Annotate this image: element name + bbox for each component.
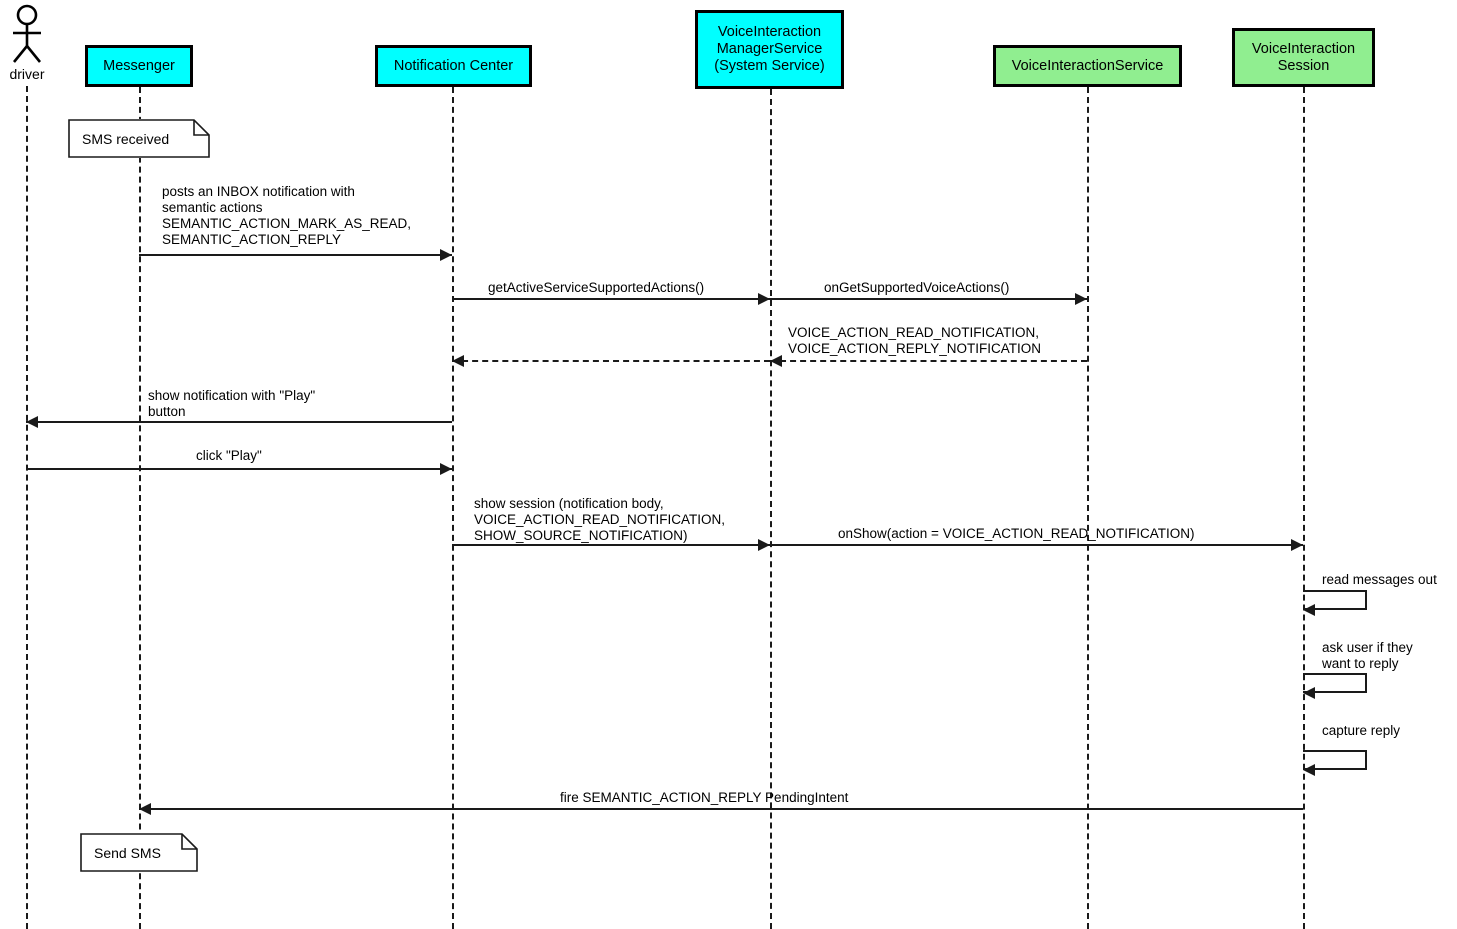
actor-driver <box>4 4 50 71</box>
message-show-notification-label: show notification with "Play" button <box>148 388 316 419</box>
message-fire-pending-intent-label: fire SEMANTIC_ACTION_REPLY PendingIntent <box>560 790 849 805</box>
message-return-voice-actions-nc-arrowhead <box>452 355 464 367</box>
message-on-get-supported-voice-actions-arrowhead <box>1075 293 1087 305</box>
self-call-read-messages-out-label: read messages out <box>1322 572 1437 587</box>
note-send-sms-text: Send SMS <box>94 844 161 861</box>
participant-voice-interaction-service[interactable]: VoiceInteractionService <box>993 45 1182 87</box>
self-call-read-messages-out-arrowhead <box>1303 604 1315 616</box>
message-show-session-line <box>452 544 770 546</box>
lifeline-notification-center <box>452 87 454 929</box>
note-send-sms: Send SMS <box>80 833 198 872</box>
message-get-active-service-supported-actions-arrowhead <box>758 293 770 305</box>
participant-voice-interaction-manager-service-label: VoiceInteraction ManagerService (System … <box>714 24 825 74</box>
self-call-ask-user-reply-label: ask user if they want to reply <box>1322 640 1413 671</box>
message-return-voice-actions-label: VOICE_ACTION_READ_NOTIFICATION, VOICE_AC… <box>788 325 1042 356</box>
message-show-notification-line <box>26 421 452 423</box>
actor-driver-label: driver <box>9 66 45 82</box>
note-shape-icon <box>68 119 210 158</box>
self-call-capture-reply-loop <box>1303 750 1367 770</box>
note-shape-icon <box>80 833 198 872</box>
message-on-show-line <box>770 544 1303 546</box>
stick-figure-icon <box>12 4 42 63</box>
message-click-play-label: click "Play" <box>196 448 262 463</box>
message-post-notification-label: posts an INBOX notification with semanti… <box>162 184 412 247</box>
message-fire-pending-intent-arrowhead <box>139 803 151 815</box>
lifeline-voice-interaction-session <box>1303 87 1305 929</box>
lifeline-voice-interaction-manager-service <box>770 89 772 929</box>
participant-messenger[interactable]: Messenger <box>85 45 193 87</box>
lifeline-voice-interaction-service <box>1087 87 1089 929</box>
message-on-show-arrowhead <box>1291 539 1303 551</box>
message-click-play-line <box>26 468 452 470</box>
message-return-voice-actions-vis-line <box>770 360 1087 362</box>
participant-voice-interaction-session[interactable]: VoiceInteraction Session <box>1232 28 1375 87</box>
message-show-session-label: show session (notification body, VOICE_A… <box>474 496 726 543</box>
lifeline-messenger <box>139 87 141 929</box>
message-show-notification-arrowhead <box>26 416 38 428</box>
message-click-play-arrowhead <box>440 463 452 475</box>
message-get-active-service-supported-actions-line <box>452 298 770 300</box>
message-get-active-service-supported-actions-label: getActiveServiceSupportedActions() <box>488 280 705 295</box>
participant-messenger-label: Messenger <box>103 57 175 74</box>
message-fire-pending-intent-line <box>139 808 1303 810</box>
message-post-notification-arrowhead <box>440 249 452 261</box>
participant-notification-center-label: Notification Center <box>393 57 514 74</box>
participant-voice-interaction-service-label: VoiceInteractionService <box>1011 57 1164 74</box>
self-call-ask-user-reply-loop <box>1303 673 1367 693</box>
self-call-capture-reply-arrowhead <box>1303 764 1315 776</box>
message-show-session-arrowhead <box>758 539 770 551</box>
participant-notification-center[interactable]: Notification Center <box>375 45 532 87</box>
note-sms-received-text: SMS received <box>82 130 170 147</box>
message-on-get-supported-voice-actions-line <box>770 298 1087 300</box>
lifeline-driver <box>26 86 28 929</box>
message-on-show-label: onShow(action = VOICE_ACTION_READ_NOTIFI… <box>838 526 1195 541</box>
self-call-capture-reply-label: capture reply <box>1322 723 1401 738</box>
message-return-voice-actions-nc-line <box>452 360 770 362</box>
message-on-get-supported-voice-actions-label: onGetSupportedVoiceActions() <box>824 280 1010 295</box>
participant-voice-interaction-manager-service[interactable]: VoiceInteraction ManagerService (System … <box>695 10 844 89</box>
participant-voice-interaction-session-label: VoiceInteraction Session <box>1251 40 1356 74</box>
note-sms-received: SMS received <box>68 119 210 158</box>
self-call-ask-user-reply-arrowhead <box>1303 687 1315 699</box>
message-return-voice-actions-vis-arrowhead <box>770 355 782 367</box>
message-post-notification-line <box>139 254 452 256</box>
self-call-read-messages-out-loop <box>1303 590 1367 610</box>
